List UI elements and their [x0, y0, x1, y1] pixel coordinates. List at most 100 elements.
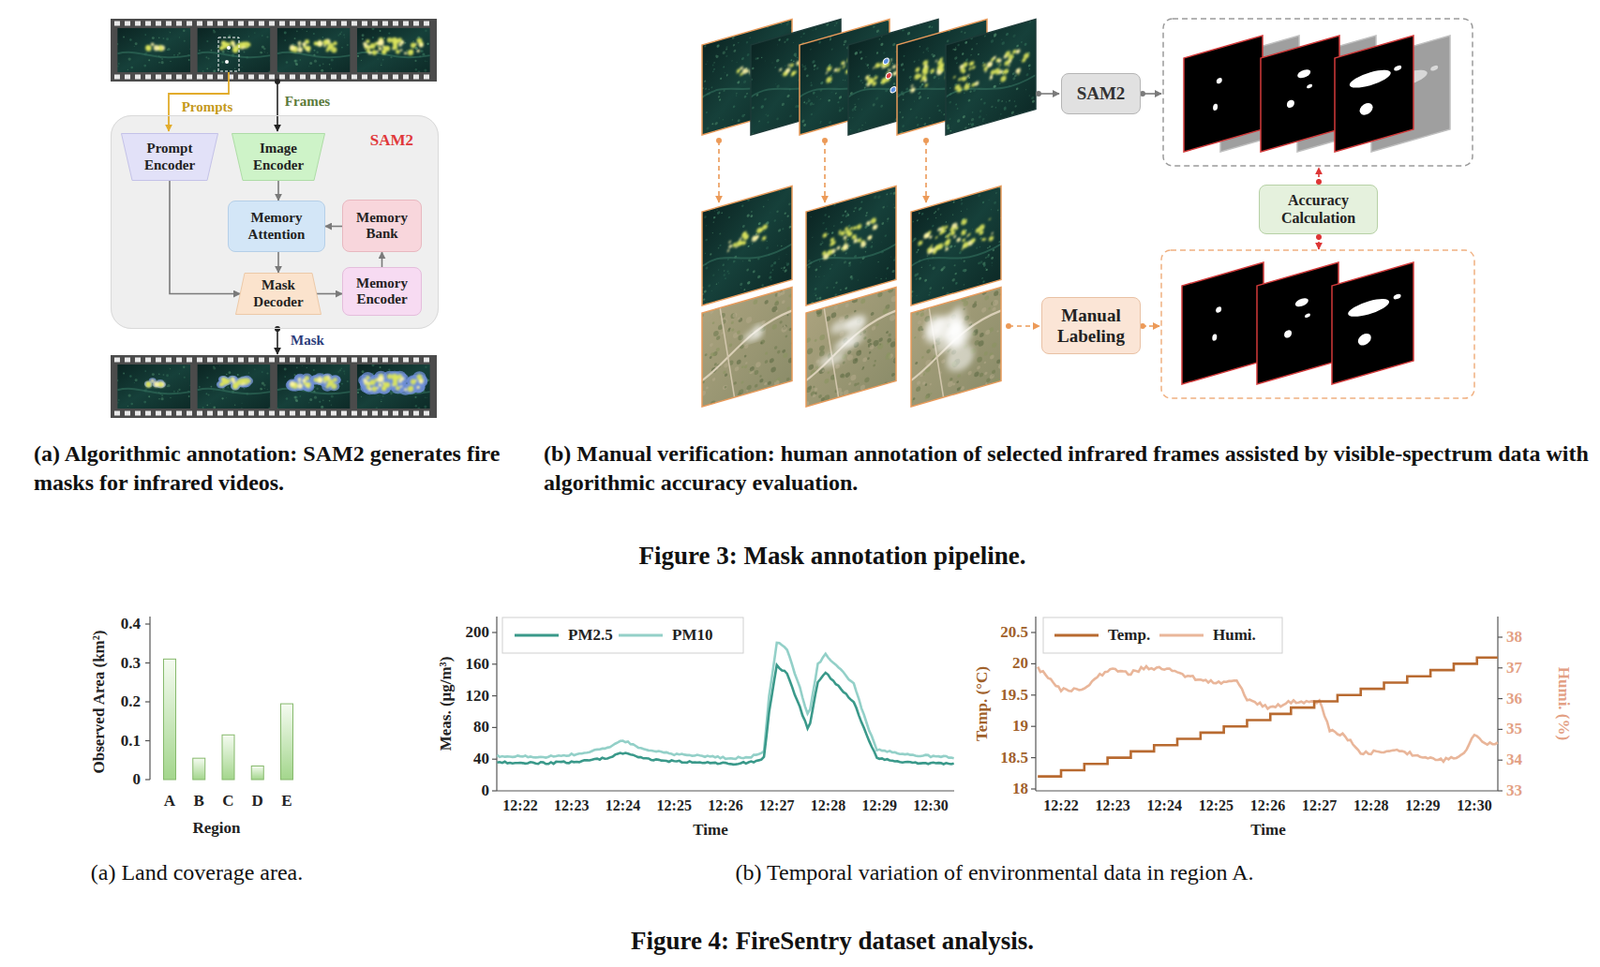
texture-dot [844, 79, 847, 81]
texture-dot [818, 275, 820, 278]
sprocket-hole [403, 411, 409, 417]
vegetation-dot [786, 314, 789, 317]
fire-spot [1016, 67, 1021, 75]
texture-dot [226, 387, 229, 389]
texture-dot [810, 113, 813, 117]
texture-dot [812, 103, 814, 105]
texture-dot [134, 42, 138, 45]
prompt-point [224, 59, 229, 64]
vegetation-dot [704, 353, 708, 358]
texture-dot [901, 124, 905, 128]
texture-dot [790, 59, 793, 61]
sprocket-hole [196, 358, 203, 363]
fire-spot [410, 43, 417, 49]
texture-dot [865, 121, 868, 123]
texture-dot [750, 214, 754, 218]
texture-dot [905, 87, 909, 91]
texture-dot [717, 282, 719, 284]
texture-dot [778, 67, 782, 72]
sprocket-hole [134, 358, 141, 363]
texture-dot [890, 192, 893, 195]
sprocket-hole [217, 358, 224, 363]
sprocket-hole [124, 74, 131, 80]
texture-dot [277, 407, 279, 409]
infrared-ground [277, 28, 351, 73]
sprocket-hole [310, 21, 316, 27]
fire-spot [959, 63, 964, 70]
sprocket-hole [114, 358, 120, 363]
texture-dot [758, 119, 761, 122]
texture-dot [163, 37, 165, 40]
texture-dot [167, 30, 170, 33]
fire-spot [314, 377, 318, 382]
texture-dot [766, 114, 769, 118]
texture-dot [780, 267, 782, 270]
texture-dot [418, 70, 421, 73]
vegetation-dot [769, 358, 775, 364]
texture-dot [1020, 41, 1023, 44]
texture-dot [414, 396, 417, 399]
texture-dot [732, 48, 736, 53]
fire-spot [330, 46, 337, 53]
fire-spot [221, 41, 226, 46]
fire-spot [953, 75, 957, 79]
texture-dot [834, 293, 837, 297]
texture-dot [1016, 87, 1019, 90]
texture-dot [144, 33, 147, 36]
texture-dot [781, 227, 784, 231]
texture-dot [722, 50, 726, 55]
texture-dot [803, 31, 806, 35]
texture-dot [779, 74, 782, 75]
texture-dot [831, 231, 834, 235]
fire-spot [306, 382, 312, 388]
road-line [702, 310, 793, 381]
texture-dot [314, 396, 317, 400]
fire-spot [834, 67, 838, 73]
prompt-point [890, 86, 897, 94]
vegetation-dot [783, 324, 786, 328]
texture-dot [713, 61, 716, 64]
fire-spot [232, 46, 239, 53]
texture-dot [421, 53, 425, 57]
fire-spot [826, 65, 832, 73]
texture-dot [301, 365, 304, 368]
texture-dot [775, 83, 778, 85]
texture-dot [134, 382, 135, 384]
texture-dot [879, 38, 882, 41]
fire-spot [887, 68, 891, 73]
texture-dot [852, 209, 855, 212]
sprocket-hole [134, 74, 141, 80]
texture-dot [725, 47, 728, 51]
fire-spot [738, 240, 743, 246]
texture-dot [801, 63, 803, 66]
texture-dot [886, 217, 889, 221]
texture-dot [781, 102, 785, 106]
texture-dot [117, 65, 119, 67]
infrared-ground [945, 18, 1036, 135]
sprocket-hole [423, 74, 430, 80]
fire-spot [145, 44, 151, 51]
texture-dot [732, 119, 733, 120]
sprocket-hole [114, 74, 120, 80]
texture-dot [716, 55, 719, 60]
texture-dot [778, 38, 781, 42]
vegetation-dot [713, 350, 718, 357]
smoke-puff [743, 328, 763, 345]
fire-spot [929, 68, 935, 75]
vegetation-dot [744, 354, 748, 358]
texture-dot [337, 34, 340, 37]
texture-dot [259, 388, 263, 391]
background-layer [110, 115, 439, 329]
sprocket-hole [341, 21, 347, 27]
texture-dot [343, 370, 345, 373]
texture-dot [703, 44, 706, 48]
texture-dot [830, 91, 833, 93]
texture-dot [788, 202, 792, 206]
river-line [945, 68, 1036, 105]
texture-dot [965, 58, 969, 62]
fire-spot [1002, 68, 1009, 75]
texture-dot [986, 114, 988, 116]
fire-spot [741, 231, 748, 240]
vegetation-dot [722, 384, 728, 390]
vegetation-dot [772, 323, 778, 330]
